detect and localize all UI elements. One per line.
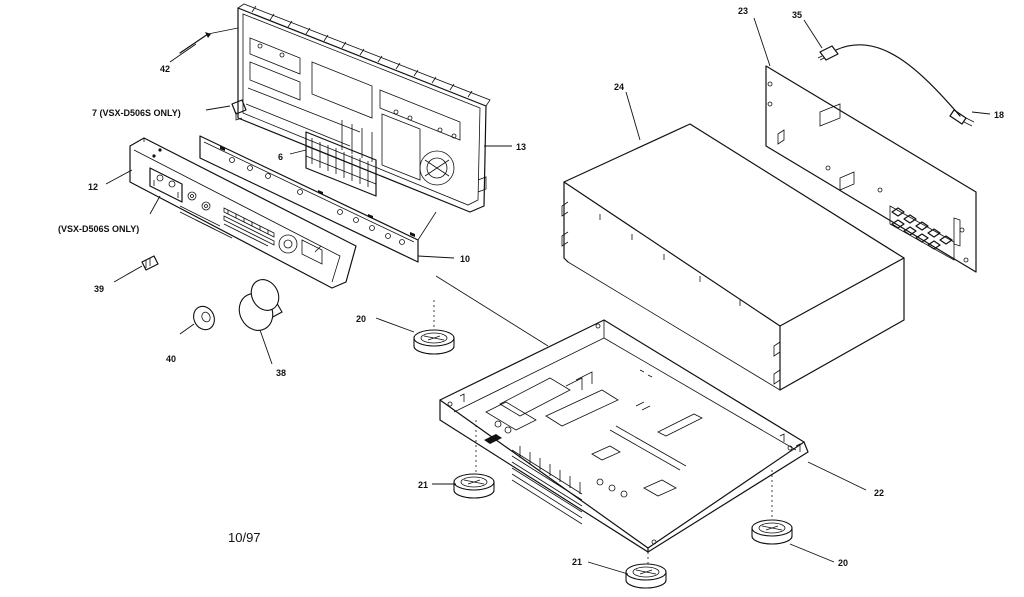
callout-23: 23 [738, 6, 748, 16]
callout-21-bottom: 21 [572, 557, 582, 567]
callout-40: 40 [166, 354, 176, 364]
callout-model-note: (VSX-D506S ONLY) [58, 224, 139, 234]
callout-labels: 42 7 (VSX-D506S ONLY) 6 13 12 (VSX-D506S… [58, 6, 1004, 568]
knob-cap-40 [193, 305, 215, 331]
foot-20-right [751, 519, 793, 545]
callout-20-upper: 20 [356, 314, 366, 324]
callout-42: 42 [160, 64, 170, 74]
alignment-lines [417, 211, 773, 566]
callout-22: 22 [874, 488, 884, 498]
leader-lines [105, 17, 991, 575]
callout-35: 35 [792, 10, 802, 20]
bracket-7 [231, 99, 247, 121]
front-sub-panel-10 [199, 135, 419, 263]
foot-20-upper [413, 329, 455, 355]
callout-6: 6 [278, 152, 283, 162]
callout-7: 7 (VSX-D506S ONLY) [92, 108, 181, 118]
knob-38 [238, 279, 283, 331]
foot-21-bottom [625, 563, 667, 589]
screw-42 [179, 27, 239, 54]
rear-panel-23 [765, 65, 977, 273]
callout-13: 13 [516, 142, 526, 152]
callout-21-left: 21 [418, 480, 428, 490]
top-cover-24 [561, 123, 905, 391]
strain-bushing-35 [817, 45, 839, 61]
callout-20-right: 20 [838, 558, 848, 568]
callout-12: 12 [88, 182, 98, 192]
callout-18: 18 [994, 110, 1004, 120]
callout-10: 10 [460, 254, 470, 264]
part-39 [141, 255, 159, 271]
front-panel-assembly-12 [129, 137, 357, 289]
power-cord-18 [835, 44, 975, 127]
display-window-6 [305, 131, 377, 197]
front-chassis-panel [237, 3, 491, 213]
foot-21-left [453, 473, 495, 499]
callout-24: 24 [614, 82, 624, 92]
revision-date: 10/97 [228, 530, 261, 545]
callout-39: 39 [94, 284, 104, 294]
callout-38: 38 [276, 368, 286, 378]
bottom-chassis-22 [439, 319, 809, 553]
